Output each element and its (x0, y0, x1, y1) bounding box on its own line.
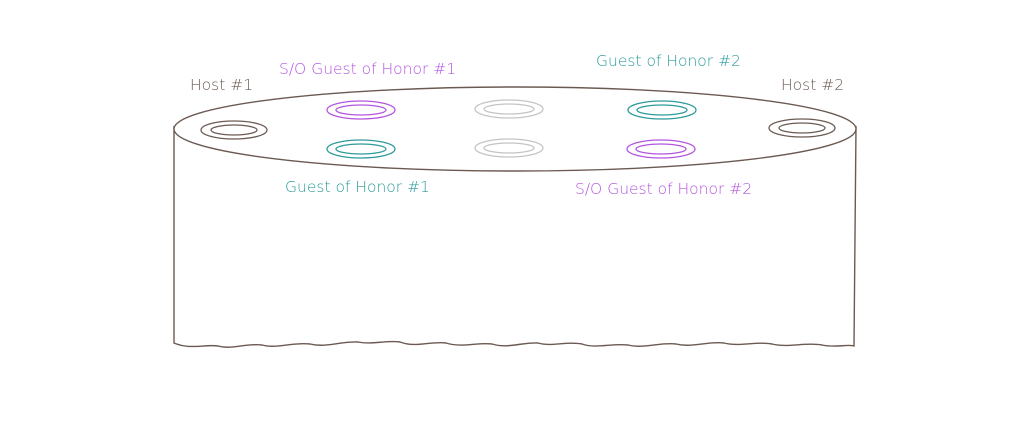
guest-of-honor-2-label: Guest of Honor #2 (596, 52, 741, 70)
host-2-plate (768, 118, 836, 138)
guest-of-honor-2-plate (627, 100, 697, 120)
host-1-label: Host #1 (190, 76, 254, 94)
tablecloth-drape (173, 125, 857, 348)
host-1-plate (200, 120, 268, 140)
so-guest-of-honor-2-plate (626, 139, 696, 159)
so-guest-of-honor-2-label: S/O Guest of Honor #2 (575, 180, 753, 198)
host-2-label: Host #2 (781, 76, 845, 94)
center-plate-bottom (474, 138, 544, 158)
center-plate-top (474, 99, 544, 119)
guest-of-honor-1-plate (326, 139, 396, 159)
so-guest-of-honor-1-label: S/O Guest of Honor #1 (279, 60, 457, 78)
so-guest-of-honor-1-plate (326, 100, 396, 120)
guest-of-honor-1-label: Guest of Honor #1 (285, 178, 430, 196)
